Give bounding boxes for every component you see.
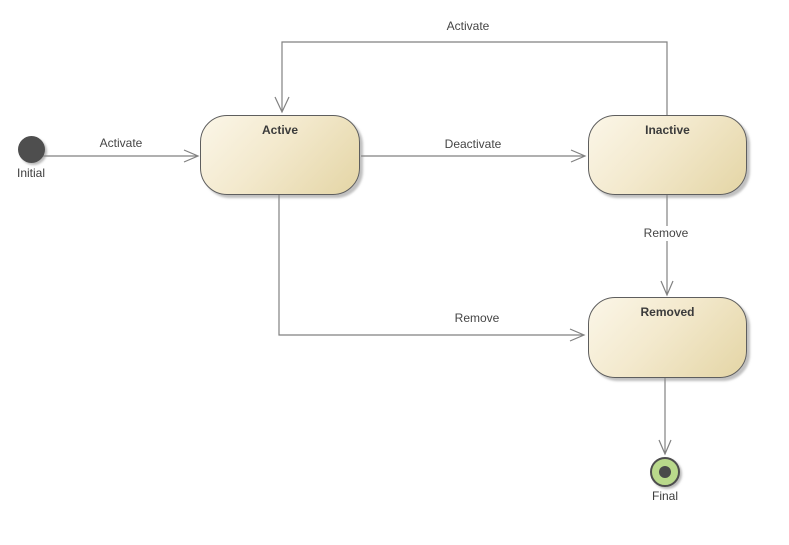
state-inactive[interactable]: Inactive (588, 115, 747, 195)
transition-initial-to-active-arrowhead (183, 149, 200, 163)
transition-inactive-to-active-arrowhead (274, 96, 290, 114)
state-removed[interactable]: Removed (588, 297, 747, 378)
transition-line-active-to-removed[interactable] (278, 195, 583, 336)
state-removed-title: Removed (640, 305, 695, 319)
final-state-node[interactable] (650, 457, 680, 487)
transition-label-active-to-inactive[interactable]: Deactivate (441, 137, 505, 152)
transition-removed-to-final-arrowhead (658, 439, 672, 456)
state-inactive-title: Inactive (645, 123, 690, 137)
final-state-dot (659, 466, 671, 478)
transition-active-to-inactive-arrowhead (570, 149, 587, 163)
transition-label-active-to-removed[interactable]: Remove (451, 311, 503, 326)
state-active-title: Active (261, 123, 299, 137)
state-active[interactable]: Active (200, 115, 360, 195)
transition-inactive-to-removed-arrowhead (660, 280, 674, 297)
transition-label-inactive-to-active[interactable]: Activate (443, 19, 493, 34)
initial-state-node[interactable] (18, 136, 45, 163)
transition-active-to-removed-arrowhead (569, 328, 586, 342)
final-state-label: Final (651, 489, 679, 503)
transition-label-inactive-to-removed[interactable]: Remove (640, 226, 692, 241)
transition-line-inactive-to-active[interactable] (281, 41, 668, 115)
transition-label-initial-to-active[interactable]: Activate (96, 136, 146, 151)
initial-state-label: Initial (16, 166, 46, 180)
